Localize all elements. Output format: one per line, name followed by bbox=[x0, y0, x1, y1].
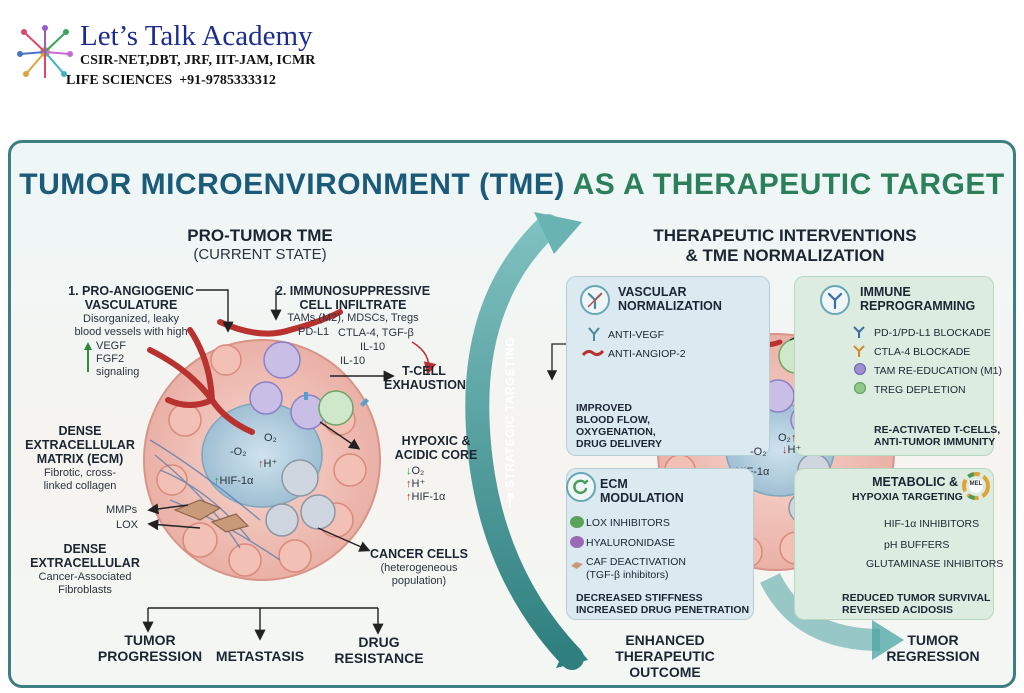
core-minus-o2-label: -O₂ bbox=[230, 446, 247, 458]
pd1-antibody-icon bbox=[852, 325, 866, 339]
glutaminase-inhibitors-item: GLUTAMINASE INHIBITORS bbox=[866, 558, 1004, 570]
hyaluronidase-icon bbox=[570, 536, 584, 548]
therapeutic-heading-1: THERAPEUTIC INTERVENTIONS bbox=[653, 226, 917, 245]
ctla4-antibody-icon bbox=[852, 344, 866, 358]
anti-angiop2-item: ANTI-ANGIOP-2 bbox=[608, 348, 686, 360]
caf-deactivation-item: CAF DEACTIVATION(TGF-β inhibitors) bbox=[586, 556, 686, 581]
tam-cell-icon bbox=[854, 363, 866, 375]
metabolic-wheel-badge: MEL bbox=[969, 481, 983, 487]
immunosuppressive-description: TAMs (M2), MDSCs, Tregs bbox=[287, 312, 419, 324]
pd-l1-label: PD-L1 bbox=[298, 326, 330, 338]
dense-ecm-description: Fibrotic, cross-linked collagen bbox=[43, 467, 117, 492]
outcome-metastasis: METASTASIS bbox=[215, 648, 305, 664]
wrench-icon bbox=[504, 492, 518, 510]
core-hif-label: ↑HIF-1α bbox=[214, 475, 254, 487]
pro-tumor-subheading: (CURRENT STATE) bbox=[193, 246, 327, 263]
strategic-targeting-arrow bbox=[465, 212, 588, 670]
caf-icon bbox=[570, 557, 584, 569]
metabolic-targeting-title: METABOLIC & bbox=[872, 475, 958, 489]
il10-label-2: IL-10 bbox=[340, 355, 366, 367]
lox-inhibitor-icon bbox=[570, 516, 584, 528]
vessel-icon bbox=[581, 346, 605, 360]
treg-cell-icon bbox=[854, 382, 866, 394]
right-core-h-label: ↓H⁺ bbox=[782, 444, 802, 456]
il10-label-1: IL-10 bbox=[360, 341, 386, 353]
anti-vegf-icon bbox=[586, 326, 602, 342]
metabolic-wheel-icon bbox=[962, 472, 990, 500]
anti-vegf-item: ANTI-VEGF bbox=[608, 329, 665, 341]
left-arrows bbox=[142, 289, 395, 641]
hif-inhibitors-item: HIF-1α INHIBITORS bbox=[884, 518, 980, 530]
core-h-label: ↑H⁺ bbox=[258, 458, 278, 470]
ecm-swirl-icon bbox=[566, 472, 596, 502]
up-arrow-icon bbox=[84, 342, 92, 372]
ecm-modulation-panel bbox=[566, 468, 754, 620]
tam-reeducation-item: TAM RE-EDUCATION (M1) bbox=[874, 365, 1002, 377]
academy-logo bbox=[14, 24, 76, 80]
treg-depletion-item: TREG DEPLETION bbox=[874, 384, 966, 396]
right-core-o2-label: O₂↑ bbox=[778, 432, 797, 444]
strategic-targeting-label: STRATEGIC TARGETING bbox=[503, 336, 517, 488]
lox-label: LOX bbox=[116, 519, 139, 531]
antibody-icon bbox=[580, 285, 610, 315]
right-core-minus-o2-label: -O₂ bbox=[750, 446, 767, 458]
hypoxia-targeting-title: HYPOXIA TARGETING bbox=[852, 491, 963, 503]
hypoxic-core-title: HYPOXIC &ACIDIC CORE bbox=[394, 434, 478, 462]
ctla4-blockade-item: CTLA-4 BLOCKADE bbox=[874, 346, 971, 358]
immune-result: RE-ACTIVATED T-CELLS,ANTI-TUMOR IMMUNITY bbox=[874, 424, 1001, 448]
metabolic-targeting-panel bbox=[794, 468, 994, 620]
immune-antibody-icon bbox=[820, 285, 850, 315]
hypoxic-core-factors: ↓O₂ ↑H⁺ ↑HIF-1α bbox=[406, 465, 446, 503]
hyaluronidase-item: HYALURONIDASE bbox=[586, 537, 676, 549]
ph-buffers-item: pH BUFFERS bbox=[884, 539, 950, 551]
pro-tumor-illustration bbox=[143, 309, 381, 581]
academy-exams: CSIR-NET,DBT, JRF, IIT-JAM, ICMR bbox=[80, 53, 316, 68]
ctla4-tgfb-label: CTLA-4, TGF-β bbox=[338, 327, 414, 339]
pd1-blockade-item: PD-1/PD-L1 BLOCKADE bbox=[874, 327, 991, 339]
infographic-title: TUMOR MICROENVIRONMENT (TME) AS A THERAP… bbox=[19, 168, 1005, 201]
academy-name: Let’s Talk Academy bbox=[80, 20, 313, 52]
cancer-cells-title: CANCER CELLS bbox=[370, 547, 468, 561]
academy-contact: LIFE SCIENCES +91-9785333312 bbox=[66, 73, 276, 88]
pro-tumor-heading: PRO-TUMOR TME bbox=[187, 226, 333, 245]
mmps-label: MMPs bbox=[106, 504, 138, 516]
core-o2-label: O₂ bbox=[264, 432, 277, 444]
lox-inhibitors-item: LOX INHIBITORS bbox=[586, 517, 670, 529]
therapeutic-heading-2: & TME NORMALIZATION bbox=[685, 246, 885, 265]
